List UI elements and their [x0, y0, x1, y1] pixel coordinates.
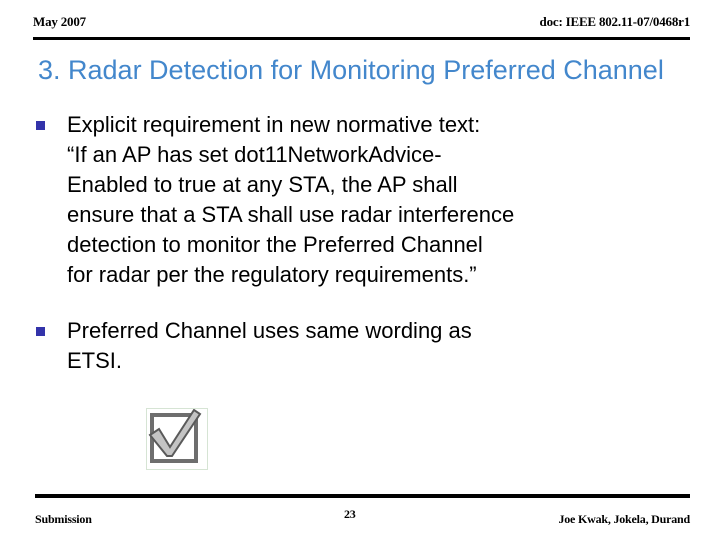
- header-divider: [33, 37, 690, 40]
- bullet-row: Preferred Channel uses same wording as E…: [36, 316, 686, 376]
- footer-authors: Joe Kwak, Jokela, Durand: [558, 512, 690, 526]
- checkbox-checkmark-icon: [146, 408, 208, 470]
- bullet-item-2: Preferred Channel uses same wording as E…: [36, 316, 686, 376]
- bullet-item-1: Explicit requirement in new normative te…: [36, 110, 686, 290]
- footer-divider: [35, 494, 690, 498]
- bullet-item-1-label: Explicit requirement in new normative te…: [67, 112, 481, 137]
- footer-submission-label: Submission: [35, 512, 92, 526]
- slide-footer: Submission 23 Joe Kwak, Jokela, Durand: [35, 503, 690, 527]
- bullet-item-2-label: Preferred Channel uses same wording as E…: [67, 318, 472, 373]
- header-date: May 2007: [33, 14, 86, 29]
- slide-body: Explicit requirement in new normative te…: [36, 110, 686, 376]
- slide-header: May 2007 doc: IEEE 802.11-07/0468r1: [33, 14, 690, 36]
- square-bullet-icon: [36, 121, 45, 130]
- page-title: 3. Radar Detection for Monitoring Prefer…: [38, 55, 664, 85]
- square-bullet-icon: [36, 327, 45, 336]
- bullet-row: Explicit requirement in new normative te…: [36, 110, 686, 140]
- bullet-item-1-quote: “If an AP has set dot11NetworkAdvice- En…: [67, 142, 515, 287]
- footer-page-number: 23: [344, 507, 356, 521]
- header-doc-id: doc: IEEE 802.11-07/0468r1: [539, 14, 691, 29]
